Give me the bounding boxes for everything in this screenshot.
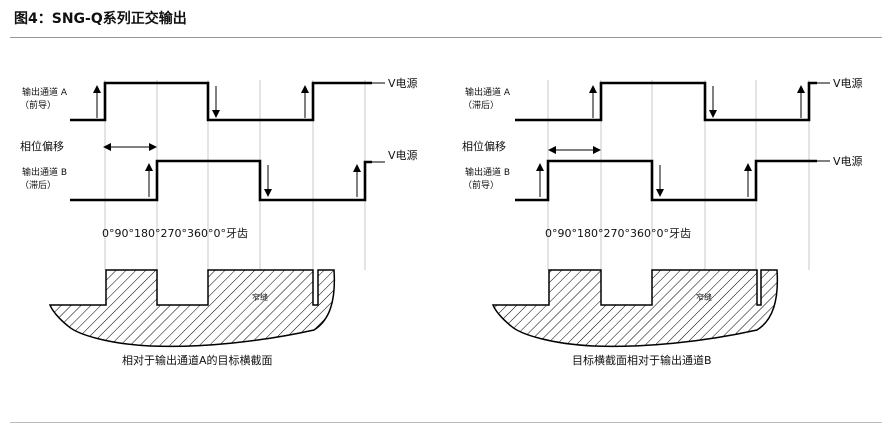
- right-phase-label: 相位偏移: [462, 139, 506, 153]
- right-voltage-a-label: V电源: [833, 76, 863, 90]
- left-channel-b-sub: （滞后）: [20, 180, 56, 191]
- top-divider: [10, 37, 882, 38]
- right-voltage-b-label: V电源: [833, 154, 863, 168]
- left-gap-label: 窄缝: [252, 292, 268, 302]
- left-angle-scale: 0°90°180°270°360°0°牙齿: [102, 227, 248, 240]
- right-caption: 目标横截面相对于输出通道B: [572, 353, 712, 367]
- left-signal-b-waveform: [70, 159, 372, 202]
- right-channel-a-sub: （滞后）: [463, 100, 499, 111]
- right-signal-b-waveform: [515, 159, 817, 202]
- left-panel: 输出通道 A （前导） 相位偏移 输出通道 B （滞后） V电源 V电源 0°9…: [20, 76, 418, 367]
- right-channel-b-sub: （前导）: [463, 179, 499, 191]
- right-panel: 输出通道 A （滞后） 相位偏移 输出通道 B （前导） V电源 V电源 0°9…: [462, 76, 863, 367]
- left-phase-label: 相位偏移: [20, 139, 64, 153]
- left-target-cross-section: [48, 269, 336, 348]
- right-channel-a-label: 输出通道 A: [465, 86, 511, 98]
- left-channel-a-sub: （前导）: [20, 99, 56, 111]
- left-caption: 相对于输出通道A的目标横截面: [122, 353, 273, 367]
- bottom-divider: [10, 422, 882, 423]
- left-voltage-a-label: V电源: [388, 76, 418, 90]
- left-signal-a-waveform: [70, 81, 372, 122]
- left-channel-b-label: 输出通道 B: [22, 166, 67, 178]
- page-title: 图4：SNG-Q系列正交输出: [14, 11, 187, 27]
- right-gap-label: 窄缝: [696, 292, 712, 302]
- right-channel-b-label: 输出通道 B: [465, 166, 510, 178]
- right-signal-a-waveform: [515, 81, 817, 122]
- left-channel-a-label: 输出通道 A: [22, 86, 68, 98]
- left-guide-lines: [104, 80, 366, 270]
- left-voltage-b-label: V电源: [388, 148, 418, 162]
- right-target-cross-section: [491, 269, 779, 348]
- right-angle-scale: 0°90°180°270°360°0°牙齿: [545, 227, 691, 240]
- right-guide-lines: [547, 80, 810, 270]
